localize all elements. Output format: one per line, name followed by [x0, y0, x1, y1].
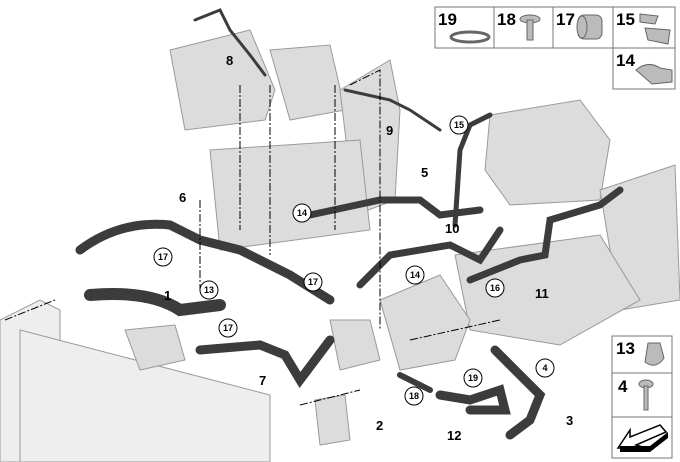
legend-17[interactable]: 17 [556, 10, 575, 29]
callout-6[interactable]: 6 [179, 190, 186, 205]
callout-15[interactable]: 15 [454, 120, 464, 130]
bolt-washer-icon [519, 14, 541, 41]
legend-18[interactable]: 18 [497, 10, 516, 29]
legend-13[interactable]: 13 [616, 339, 635, 358]
hose-clamp-icon [449, 30, 491, 44]
callout-17[interactable]: 17 [223, 323, 233, 333]
holder-clip-icon [639, 13, 671, 45]
hoses [75, 8, 624, 440]
leader-lines [4, 69, 501, 406]
callouts-plain: 8 9 5 6 10 11 1 7 2 12 3 [164, 53, 573, 443]
callout-7[interactable]: 7 [259, 373, 266, 388]
callout-18[interactable]: 18 [409, 391, 419, 401]
callouts-circled [153, 115, 555, 406]
legend-4[interactable]: 4 [618, 377, 628, 396]
callout-19[interactable]: 19 [468, 373, 478, 383]
callout-3[interactable]: 3 [566, 413, 573, 428]
callout-2[interactable]: 2 [376, 418, 383, 433]
hose-bracket-icon [635, 64, 673, 85]
callout-17[interactable]: 17 [308, 277, 318, 287]
engine-components [0, 29, 680, 462]
callout-14[interactable]: 14 [297, 208, 307, 218]
callout-13[interactable]: 13 [204, 285, 214, 295]
screw-icon [638, 379, 654, 411]
callout-17[interactable]: 17 [158, 252, 168, 262]
callout-10[interactable]: 10 [445, 221, 459, 236]
callout-1[interactable]: 1 [164, 288, 171, 303]
callout-9[interactable]: 9 [386, 123, 393, 138]
callout-12[interactable]: 12 [447, 428, 461, 443]
callout-8[interactable]: 8 [226, 53, 233, 68]
legend-15[interactable]: 15 [616, 10, 635, 29]
connector-icon [576, 14, 603, 40]
callout-16[interactable]: 16 [490, 283, 500, 293]
callout-14[interactable]: 14 [410, 270, 420, 280]
legend-14[interactable]: 14 [616, 51, 635, 70]
parts-legend-top [434, 6, 676, 90]
callout-4[interactable]: 4 [542, 363, 547, 373]
legend-19[interactable]: 19 [438, 10, 457, 29]
clip-icon [644, 342, 665, 366]
callout-11[interactable]: 11 [535, 286, 549, 301]
callout-5[interactable]: 5 [421, 165, 428, 180]
